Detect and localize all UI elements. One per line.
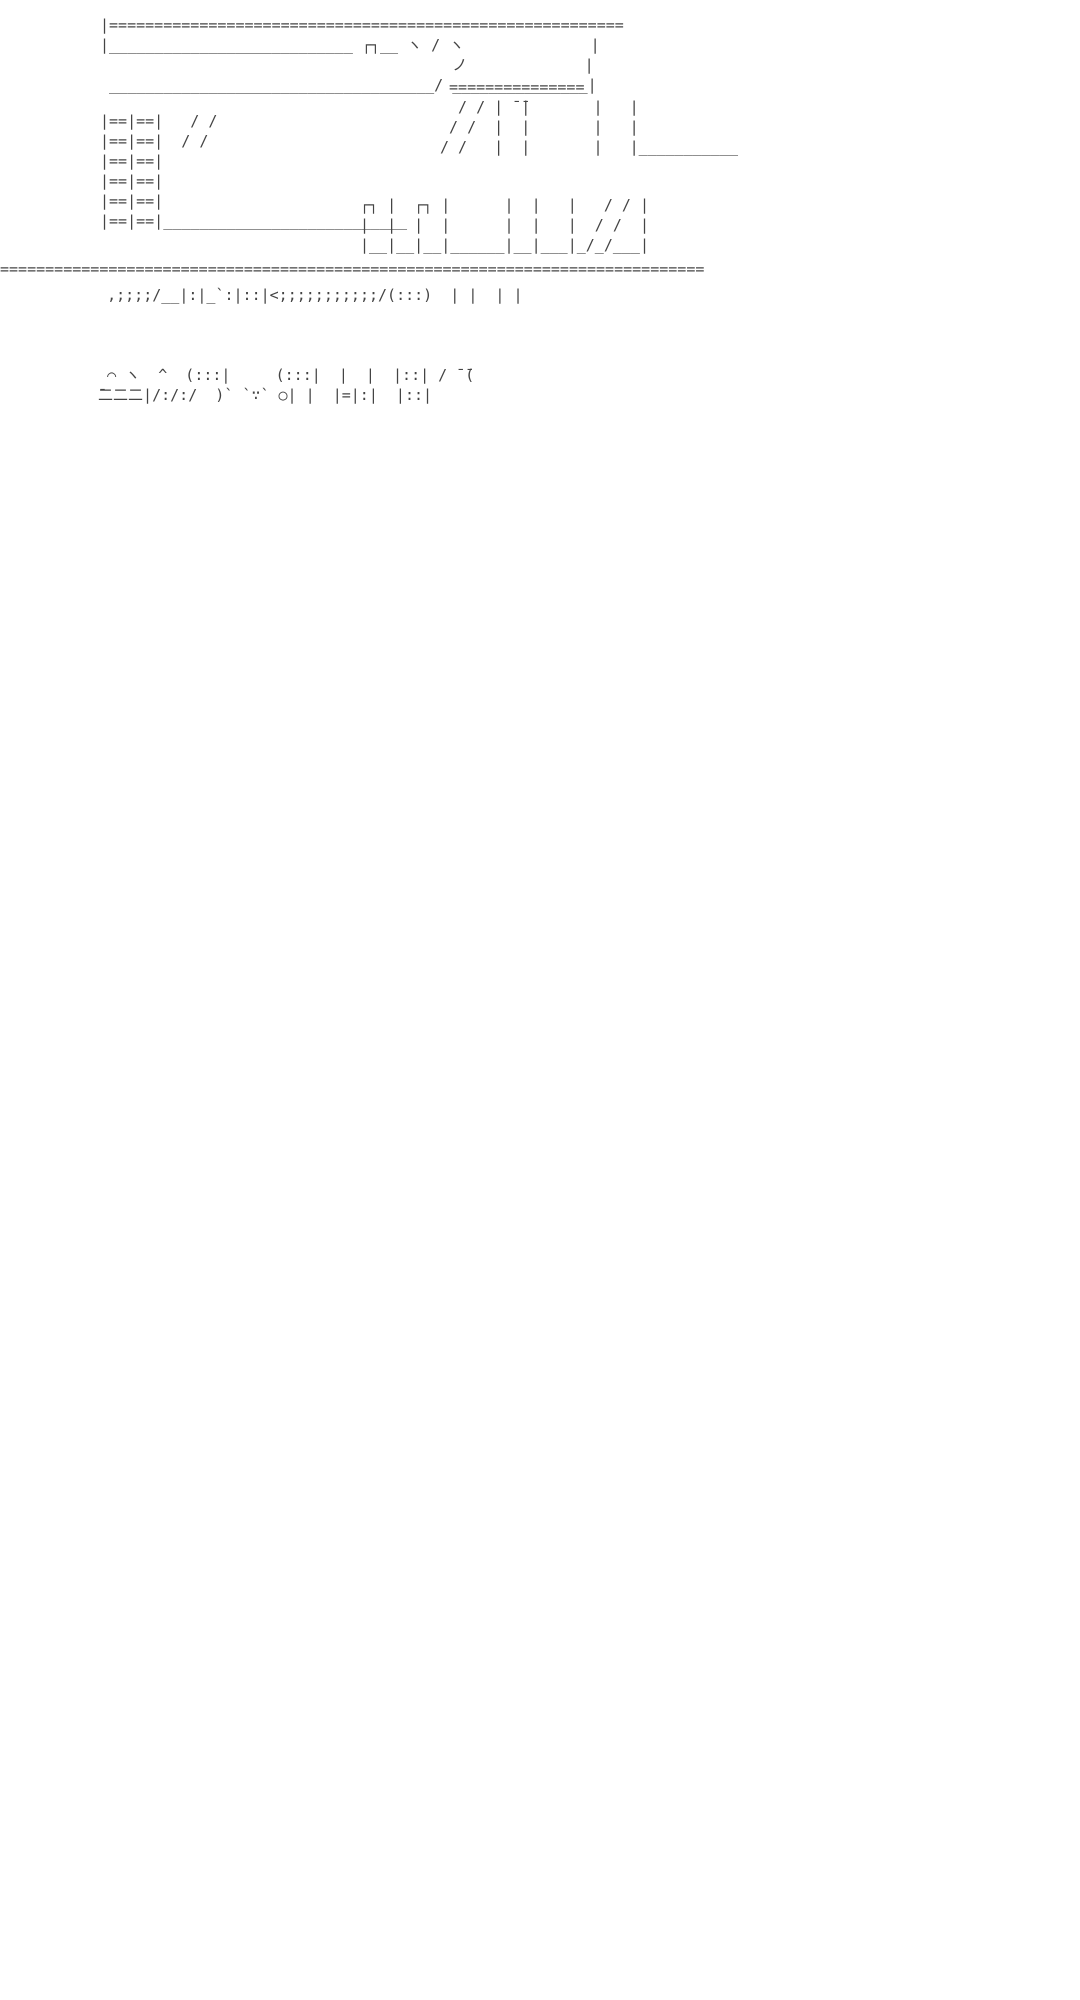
crowd-ascii: ,;;;;/__|:|_`:|::|<;;;;;;;;;;;/(:::) | |…: [107, 286, 523, 304]
brick-wall-ascii: |==|==| / / |==|==| / / |==|==| |==|==| …: [100, 112, 408, 230]
shrine-ascii: ⌒ ヽ ^ (:::| (:::| | | |::| / ̄ ̄( ̄二二二|/…: [89, 366, 475, 404]
storefront-ascii: =============== / / | ̄ ̄| | | / / | | |…: [440, 78, 739, 156]
street-ascii-top: |=======================================…: [100, 16, 624, 94]
separator-ascii: ========================================…: [0, 260, 705, 278]
doors-ascii: ┌┐ | ┌┐ | | | | / / | | | | | | | | / / …: [360, 196, 649, 254]
